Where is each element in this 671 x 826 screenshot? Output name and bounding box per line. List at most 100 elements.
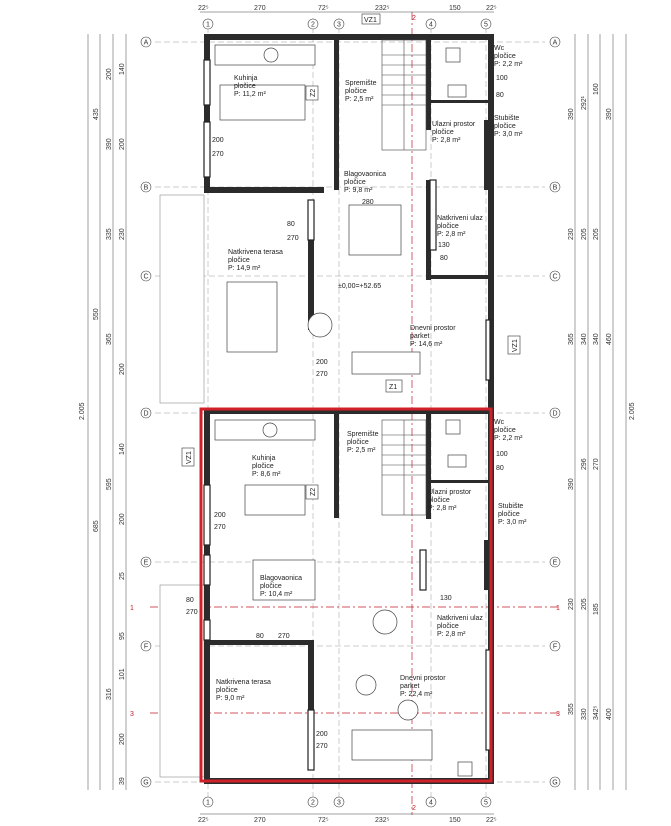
svg-text:Blagovaonica: Blagovaonica	[260, 575, 302, 582]
coffee-table	[307, 312, 333, 338]
bottom-dimension-chain: 22⁵ 270 72⁵ 232⁵ 150 22⁵	[198, 813, 497, 824]
svg-text:P: 11,2 m²: P: 11,2 m²	[234, 91, 266, 98]
dim-text: 230	[568, 598, 575, 610]
dim-text: 595	[106, 478, 113, 490]
opening-label: 270	[214, 524, 226, 531]
dim-text: 72⁵	[318, 5, 329, 12]
opening-label: 80	[496, 465, 504, 472]
dim-text: 316	[106, 688, 113, 700]
room-label-dnevni-1: Dnevni prostor parket P: 14,6 m²	[410, 325, 456, 348]
svg-text:parket: parket	[410, 333, 430, 340]
axis-label: G	[552, 780, 557, 787]
dim-text: 22⁵	[486, 817, 497, 824]
svg-text:pločice: pločice	[498, 511, 520, 518]
axis-label: 2	[311, 800, 315, 807]
terrace-hatch-lower	[159, 584, 205, 778]
room-label-spremiste-2: Spremište pločice P: 2,5 m²	[347, 431, 379, 454]
dining-table	[348, 204, 402, 256]
axis-label: 5	[484, 800, 488, 807]
axis-label: E	[144, 560, 149, 567]
dim-text: 390	[568, 108, 575, 120]
dim-text: 200	[119, 138, 126, 150]
dim-text: 185	[593, 603, 600, 615]
svg-text:Natkrivena terasa: Natkrivena terasa	[228, 249, 283, 256]
svg-text:P: 2,2 m²: P: 2,2 m²	[494, 61, 523, 68]
dim-text: 140	[119, 443, 126, 455]
opening-label: 200	[316, 731, 328, 738]
washbasin-icon	[447, 454, 467, 468]
axis-label: 3	[337, 800, 341, 807]
dim-text: 95	[119, 632, 126, 640]
column-axis-markers: 1 2 3 4 5 1 2 3 4 5	[202, 18, 492, 808]
dim-text: 335	[106, 228, 113, 240]
opening-label: 80	[440, 255, 448, 262]
sofa	[351, 351, 421, 375]
dim-text: 22⁵	[198, 5, 209, 12]
svg-text:pločice: pločice	[432, 129, 454, 136]
opening-label: 200	[214, 512, 226, 519]
svg-text:Spremište: Spremište	[345, 80, 377, 87]
dim-text: 330	[581, 708, 588, 720]
furniture-floor2	[214, 419, 473, 777]
dim-text: 205	[593, 228, 600, 240]
room-label-spremiste-1: Spremište pločice P: 2,5 m²	[345, 80, 377, 103]
dim-text: 39	[119, 777, 126, 785]
dim-text: 435	[93, 108, 100, 120]
svg-text:pločice: pločice	[228, 257, 250, 264]
room-label-kuhinja-2: Kuhinja pločice P: 8,6 m²	[252, 455, 281, 478]
opening-label: 270	[316, 371, 328, 378]
opening-label: 280	[362, 199, 374, 206]
dim-text: 685	[93, 520, 100, 532]
svg-text:P: 2,8 m²: P: 2,8 m²	[432, 137, 461, 144]
dim-text: 340	[581, 333, 588, 345]
windows	[203, 59, 491, 771]
axis-label: C	[143, 274, 148, 281]
svg-text:P: 10,4 m²: P: 10,4 m²	[260, 591, 293, 598]
dim-text: 160	[593, 83, 600, 95]
axis-label: 2	[311, 22, 315, 29]
dim-text: 270	[593, 458, 600, 470]
opening-label: 100	[496, 75, 508, 82]
opening-label: 80	[186, 597, 194, 604]
dim-text: 150	[449, 817, 461, 824]
svg-text:Wc: Wc	[494, 419, 505, 426]
svg-text:P: 2,8 m²: P: 2,8 m²	[428, 505, 457, 512]
axis-label: A	[553, 40, 558, 47]
left-dimension-chains: 2.005 435 550 685 200 390 335 365 595 31…	[79, 34, 127, 790]
floor1-room-labels: Kuhinja pločice P: 11,2 m² Spremište plo…	[228, 45, 523, 348]
svg-text:pločice: pločice	[428, 497, 450, 504]
svg-text:P: 8,6 m²: P: 8,6 m²	[252, 471, 281, 478]
svg-text:P: 2,5 m²: P: 2,5 m²	[345, 96, 374, 103]
svg-text:pločice: pločice	[494, 123, 516, 130]
armchair	[397, 699, 419, 721]
svg-text:Blagovaonica: Blagovaonica	[344, 171, 386, 178]
kitchen-island	[219, 84, 306, 121]
tag-z2: Z2	[310, 488, 317, 496]
axis-label: B	[144, 185, 149, 192]
axis-label: E	[553, 560, 558, 567]
dim-text: 205	[581, 228, 588, 240]
dim-text: 200	[119, 513, 126, 525]
svg-text:Dnevni prostor: Dnevni prostor	[410, 325, 456, 332]
svg-text:P: 14,6 m²: P: 14,6 m²	[410, 341, 443, 348]
dim-text: 390	[106, 138, 113, 150]
sink-icon	[262, 422, 278, 438]
opening-label: 270	[287, 235, 299, 242]
room-label-stubiste-2: Stubište pločice P: 3,0 m²	[498, 503, 527, 526]
dim-text: 232⁵	[375, 5, 390, 12]
svg-text:pločice: pločice	[260, 583, 282, 590]
dim-text: 101	[119, 668, 126, 680]
room-label-natkriveni-ulaz-1: Natkriveni ulaz pločice P: 2,8 m²	[437, 215, 483, 238]
svg-text:Kuhinja: Kuhinja	[252, 455, 275, 462]
dim-text: 25	[119, 572, 126, 580]
svg-text:P: 2,2 m²: P: 2,2 m²	[494, 435, 523, 442]
opening-label: 100	[496, 451, 508, 458]
room-label-blagovaonica-1: Blagovaonica pločice P: 9,8 m²	[344, 171, 386, 194]
room-label-wc-1: Wc pločice P: 2,2 m²	[494, 45, 523, 68]
dim-text: 460	[606, 333, 613, 345]
dim-text: 296	[581, 458, 588, 470]
svg-text:pločice: pločice	[252, 463, 274, 470]
axis-label: F	[144, 644, 148, 651]
svg-text:P: 9,0 m²: P: 9,0 m²	[216, 695, 245, 702]
svg-text:pločice: pločice	[344, 179, 366, 186]
